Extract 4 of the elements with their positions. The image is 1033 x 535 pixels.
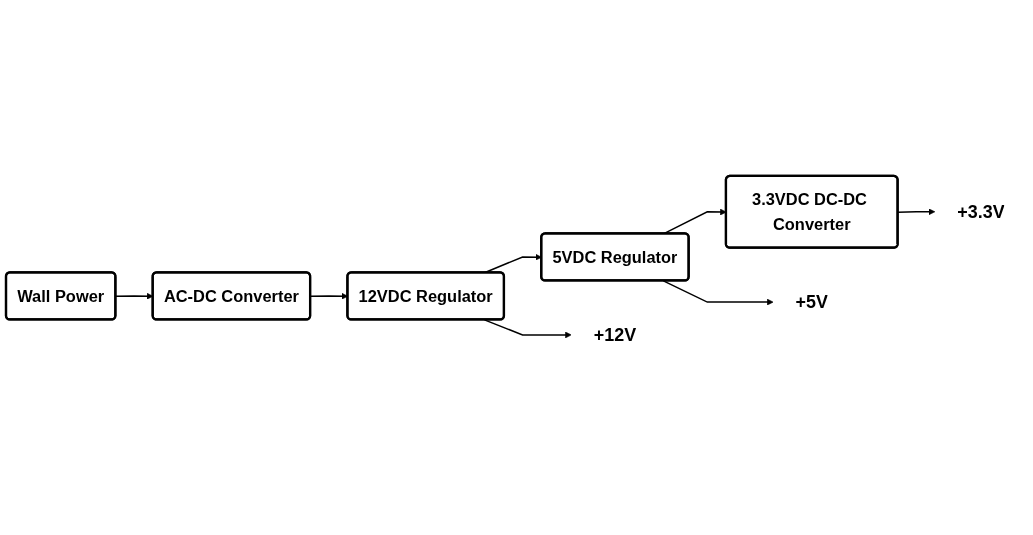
node-text: +12V: [593, 324, 637, 345]
node-text: +5V: [795, 291, 828, 312]
arrow: [897, 208, 936, 215]
node-text: +3.3V: [957, 201, 1005, 222]
